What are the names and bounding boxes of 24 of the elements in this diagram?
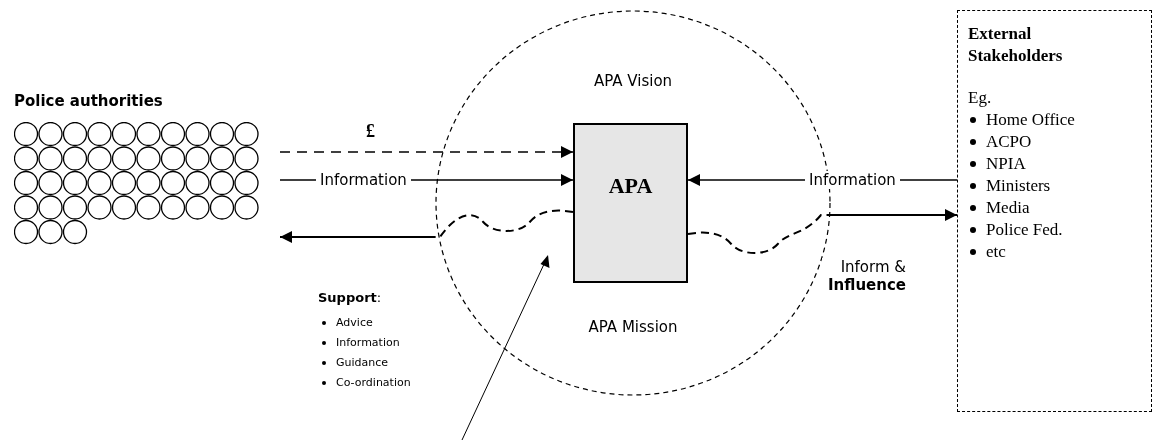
list-item: Ministers	[986, 175, 1051, 197]
box-label: APA	[608, 173, 653, 199]
process-box	[573, 123, 688, 283]
group-heading: Police authorities	[14, 92, 163, 110]
arrow	[279, 146, 574, 158]
list-item: Advice	[336, 316, 373, 329]
stakeholder-box	[957, 10, 1152, 412]
list-item: Media	[986, 197, 1030, 219]
list-item: Guidance	[336, 356, 389, 369]
region-label: APA Mission	[587, 318, 679, 336]
list-intro: Eg.	[968, 87, 993, 109]
list-item: etc	[986, 241, 1006, 263]
arrow	[279, 209, 574, 243]
list-item: ACPO	[986, 131, 1032, 153]
arrow	[687, 209, 958, 254]
list-item: Information	[336, 336, 400, 349]
list-item: NPIA	[986, 153, 1026, 175]
note-heading: Support:	[318, 290, 382, 305]
region-label: APA Vision	[592, 72, 674, 90]
list-item: Police Fed.	[986, 219, 1063, 241]
list-item: Home Office	[986, 109, 1075, 131]
box-heading: External Stakeholders	[968, 23, 1064, 67]
edge-label: Information	[805, 171, 900, 189]
list-item: Co-ordination	[336, 376, 411, 389]
